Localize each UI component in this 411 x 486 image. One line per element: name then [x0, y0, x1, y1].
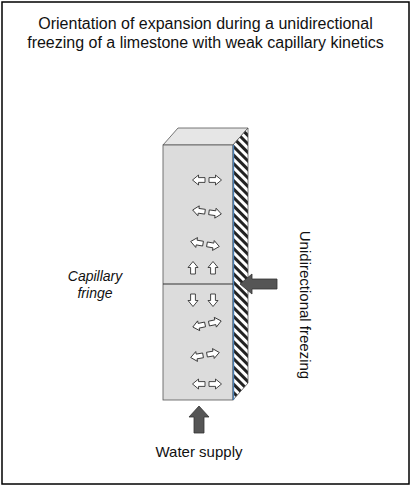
- process-label: Unidirectional freezing: [296, 231, 314, 379]
- zone-label: Capillary fringe: [52, 268, 138, 302]
- expansion-arrows: [188, 175, 222, 389]
- freezing-front-edge: [233, 145, 234, 400]
- input-label: Water supply: [156, 443, 243, 461]
- water-supply-arrow: [189, 406, 209, 433]
- freezing-arrow: [240, 274, 277, 294]
- front-face: [163, 145, 233, 400]
- diagram-title: Orientation of expansion during a unidir…: [25, 14, 386, 52]
- capillary-fringe-line: [163, 284, 233, 285]
- frozen-face-hatching: [233, 128, 248, 400]
